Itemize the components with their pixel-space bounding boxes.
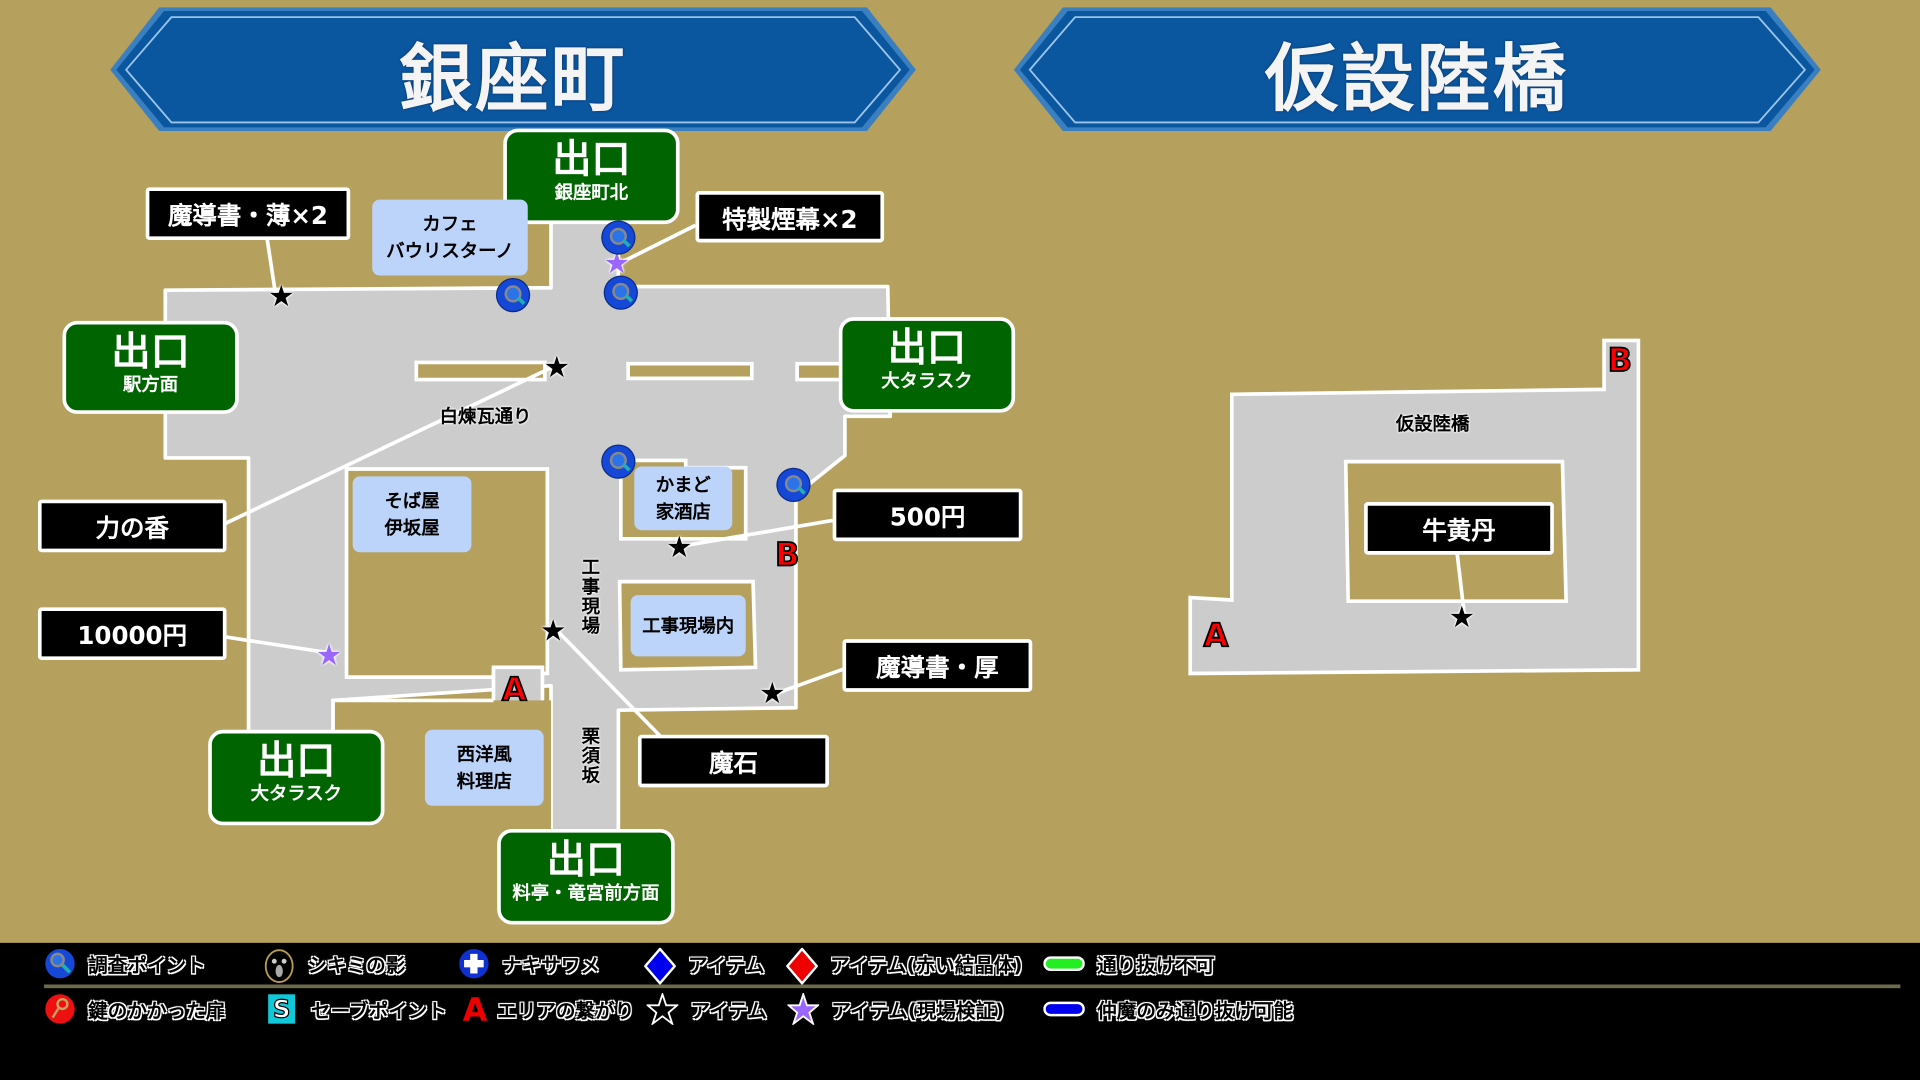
exit-great-tarasque-south[interactable]: 出口 大タラスク xyxy=(208,729,385,826)
legend-label: アイテム xyxy=(690,999,768,1023)
legend-divider xyxy=(44,984,1901,989)
black-star-icon[interactable]: ★ xyxy=(759,675,786,711)
purple-star-icon xyxy=(786,991,821,1027)
legend-item-shikimi: シキミの影 xyxy=(263,943,405,985)
shop-kamado-liquor: かまど 家酒店 xyxy=(634,466,733,531)
shop-western-restaurant: 西洋風 料理店 xyxy=(424,729,544,806)
area-link-a-icon: A xyxy=(463,991,488,1029)
investigate-point-icon xyxy=(44,948,76,980)
legend-label: ナキサワメ xyxy=(502,953,601,978)
investigate-point-icon[interactable] xyxy=(602,445,635,478)
item-label-magic-stone: 魔石 xyxy=(637,734,829,788)
legend-label: 調査ポイント xyxy=(88,953,206,978)
banner-title-bridge: 仮設陸橋 xyxy=(1264,36,1569,123)
banner-title-ginza: 銀座町 xyxy=(399,36,627,123)
blue-diamond-icon xyxy=(643,947,677,986)
investigate-point-icon[interactable] xyxy=(602,221,635,254)
svg-text:S: S xyxy=(273,995,291,1024)
black-star-icon[interactable]: ★ xyxy=(543,350,571,385)
exit-title: 出口 xyxy=(111,328,190,375)
item-label-grimoire-thick: 魔導書・厚 xyxy=(842,639,1033,692)
road-label-shirorenga: 白煉瓦通り xyxy=(439,405,532,428)
legend-item-field-investigation: アイテム(現場検証) xyxy=(786,988,1005,1030)
shop-construction-inside: 工事現場内 xyxy=(630,595,746,657)
exit-ginza-north[interactable]: 出口 銀座町北 xyxy=(503,128,680,225)
blue-bar-icon xyxy=(1043,993,1085,1025)
save-point-s-icon: S xyxy=(267,993,299,1025)
item-label-special-smoke: 特製煙幕×2 xyxy=(695,191,885,243)
exit-subtitle: 銀座町北 xyxy=(554,181,629,204)
road-label-kurisu-zaka: 栗須坂 xyxy=(579,726,602,785)
exit-subtitle: 大タラスク xyxy=(881,369,973,392)
purple-star-icon[interactable]: ★ xyxy=(315,637,343,673)
legend-label: アイテム xyxy=(688,953,765,978)
legend-item-demon-only: 仲魔のみ通り抜け可能 xyxy=(1043,988,1293,1030)
legend-label: シキミの影 xyxy=(307,953,406,978)
legend-label: アイテム(現場検証) xyxy=(831,999,1005,1023)
area-link-b-ginza[interactable]: B xyxy=(774,537,800,575)
exit-station[interactable]: 出口 駅方面 xyxy=(62,320,239,414)
black-star-icon[interactable]: ★ xyxy=(540,613,567,648)
legend-bar: 調査ポイント シキミの影 ナキサワメ アイテム アイテム(赤い結晶体) xyxy=(0,942,1920,1080)
legend-item-impassable: 通り抜け不可 xyxy=(1043,943,1215,985)
legend-label: 鍵のかかった扉 xyxy=(88,999,226,1023)
item-label-grimoire-thin: 魔導書・薄×2 xyxy=(145,187,351,241)
area-link-a-bridge[interactable]: A xyxy=(1203,618,1229,656)
exit-subtitle: 料亭・竜宮前方面 xyxy=(512,881,660,904)
green-bar-icon xyxy=(1043,948,1085,980)
legend-label: エリアの繋がり xyxy=(497,999,635,1023)
legend-item-red-item: アイテム(赤い結晶体) xyxy=(785,943,1023,986)
item-label-goou-tan: 牛黄丹 xyxy=(1364,502,1554,555)
exit-title: 出口 xyxy=(887,324,967,372)
legend-label: 通り抜け不可 xyxy=(1097,953,1215,978)
exit-ryotei-ryugu[interactable]: 出口 料亭・竜宮前方面 xyxy=(497,828,675,925)
legend-label: セーブポイント xyxy=(311,999,447,1023)
area-link-a-ginza[interactable]: A xyxy=(501,672,527,709)
investigate-point-icon[interactable] xyxy=(497,279,529,312)
black-star-icon[interactable]: ★ xyxy=(268,279,295,314)
exit-subtitle: 大タラスク xyxy=(250,782,343,805)
legend-item-area-link: A エリアの繋がり xyxy=(463,988,635,1030)
banner-ginza-shape xyxy=(110,7,916,132)
item-label-10000-yen: 10000円 xyxy=(37,607,227,661)
investigate-point-icon[interactable] xyxy=(604,276,637,309)
area-label-bridge: 仮設陸橋 xyxy=(1395,412,1470,435)
exit-title: 出口 xyxy=(257,737,336,784)
legend-item-locked-door: 鍵のかかった扉 xyxy=(44,988,225,1030)
area-link-b-bridge[interactable]: B xyxy=(1607,342,1633,380)
item-label-500-yen: 500円 xyxy=(832,488,1023,542)
exit-subtitle: 駅方面 xyxy=(123,373,179,396)
legend-item-blue-item: アイテム xyxy=(643,943,765,986)
shikimi-shadow-icon xyxy=(263,948,295,983)
shop-cafe-baulistano: カフェ バウリスターノ xyxy=(372,199,528,276)
legend-item-investigate: 調査ポイント xyxy=(44,943,206,985)
black-star-icon[interactable]: ★ xyxy=(666,530,693,565)
legend-item-nakisawame: ナキサワメ xyxy=(458,943,600,985)
svg-text:A: A xyxy=(463,993,487,1025)
legend-label: 仲魔のみ通り抜け可能 xyxy=(1097,999,1294,1023)
red-diamond-icon xyxy=(785,947,819,986)
shop-soba-isakaya: そば屋 伊坂屋 xyxy=(352,476,472,553)
exit-title: 出口 xyxy=(552,135,631,183)
investigate-point-icon[interactable] xyxy=(777,468,810,501)
exit-title: 出口 xyxy=(546,836,626,883)
black-star-icon[interactable]: ★ xyxy=(1448,600,1475,635)
legend-item-save-point: S セーブポイント xyxy=(267,988,447,1030)
legend-label: アイテム(赤い結晶体) xyxy=(830,953,1023,978)
legend-item-star-item: アイテム xyxy=(645,988,768,1030)
exit-great-tarasque-east[interactable]: 出口 大タラスク xyxy=(838,317,1016,413)
black-star-icon xyxy=(645,991,680,1027)
item-label-power-incense: 力の香 xyxy=(37,499,227,553)
nakisawame-cross-icon xyxy=(458,948,490,980)
road-label-construction: 工事現場 xyxy=(579,557,602,636)
locked-door-key-icon xyxy=(44,993,76,1025)
banner-bridge-shape xyxy=(1013,7,1821,132)
